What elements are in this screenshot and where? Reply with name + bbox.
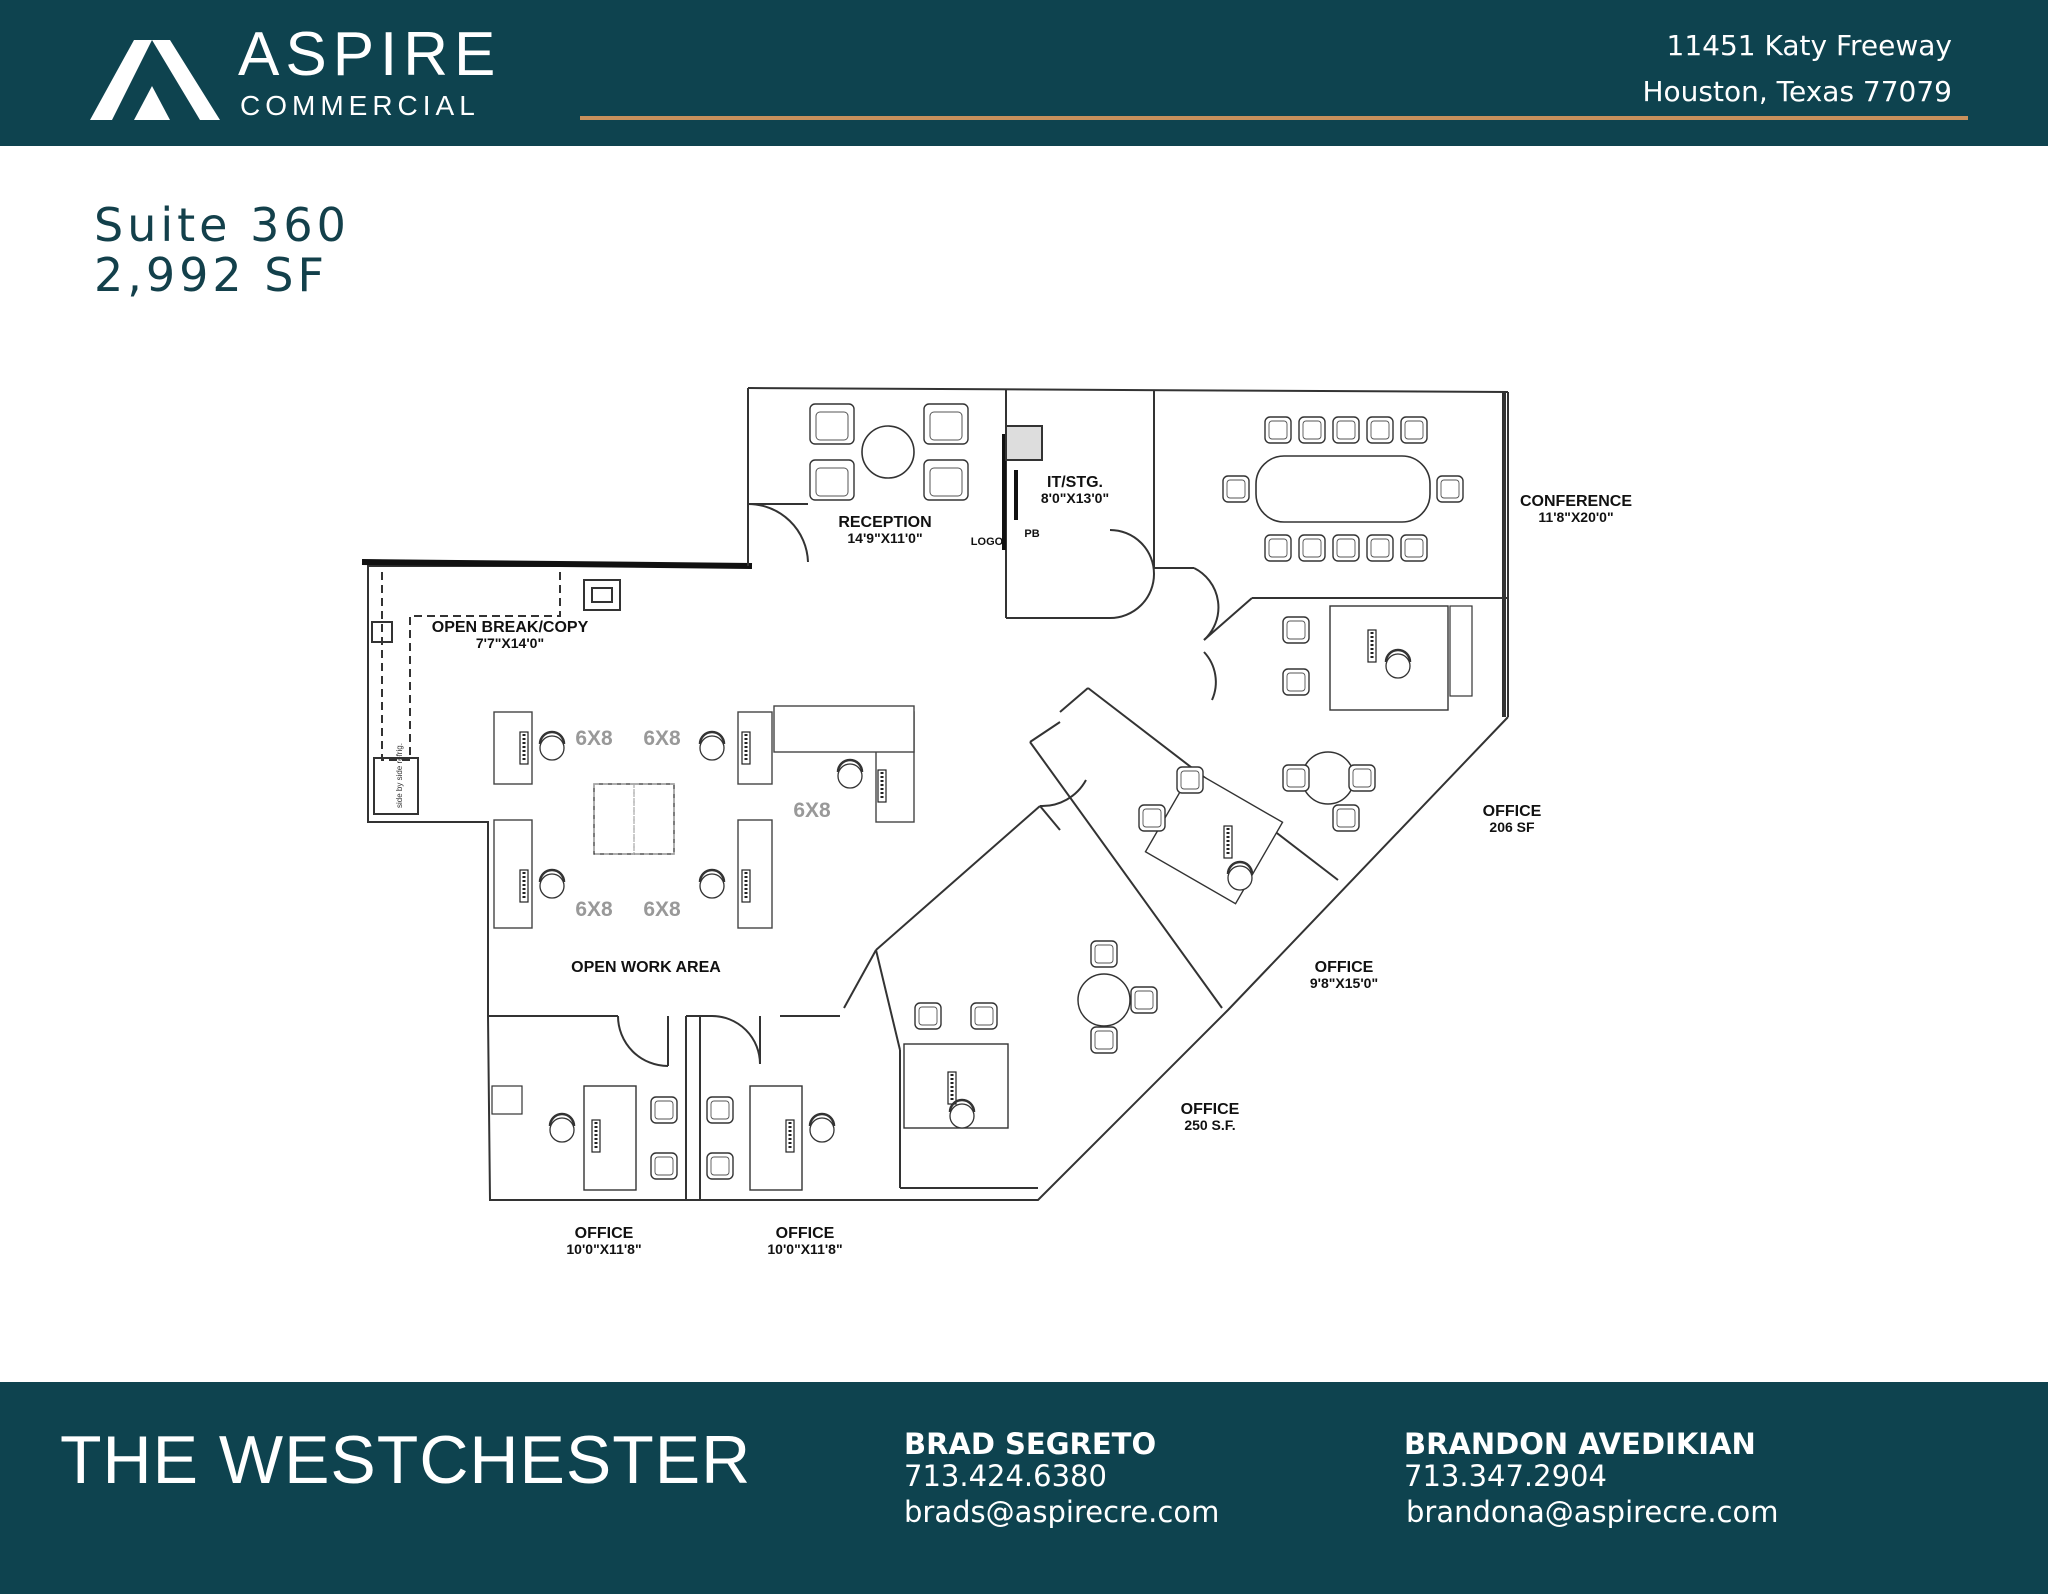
label-refrigerator: side by side refrig. (395, 743, 404, 808)
label-office-250-name: OFFICE (1181, 1101, 1240, 1118)
footer-bar: THE WESTCHESTER BRAD SEGRETO 713.424.638… (0, 1382, 2048, 1594)
label-ws-4: 6X8 (575, 898, 613, 921)
label-ws-1: 6X8 (575, 727, 613, 750)
label-office-mid-name: OFFICE (776, 1225, 835, 1242)
label-open-work: OPEN WORK AREA (571, 959, 721, 976)
header-bar: ASPIRE COMMERCIAL 11451 Katy Freeway Hou… (0, 0, 2048, 146)
label-office-mid-dim: 10'0"X11'8" (767, 1241, 842, 1257)
contact-1-email[interactable]: brads@aspirecre.com (904, 1495, 1220, 1529)
label-reception-dim: 14'9"X11'0" (847, 530, 922, 546)
label-office-206-area: 206 SF (1489, 819, 1535, 835)
contact-2-phone[interactable]: 713.347.2904 (1404, 1459, 1607, 1493)
building-name: THE WESTCHESTER (60, 1422, 752, 1498)
contact-1-phone[interactable]: 713.424.6380 (904, 1459, 1107, 1493)
contact-1-name: BRAD SEGRETO (904, 1427, 1157, 1461)
contact-2-email[interactable]: brandona@aspirecre.com (1406, 1495, 1779, 1529)
label-ws-2: 6X8 (643, 727, 681, 750)
label-office-206-name: OFFICE (1483, 803, 1542, 820)
label-office-98-name: OFFICE (1315, 959, 1374, 976)
gold-divider (580, 116, 1968, 120)
brand-name: ASPIRE (238, 20, 502, 89)
label-it-name: IT/STG. (1047, 474, 1103, 491)
suite-area: 2,992 SF (94, 248, 328, 302)
label-office-left-name: OFFICE (575, 1225, 634, 1242)
label-conference-name: CONFERENCE (1520, 493, 1632, 510)
label-break-dim: 7'7"X14'0" (476, 635, 544, 651)
label-pb: PB (1024, 528, 1039, 540)
brand-subtitle: COMMERCIAL (240, 90, 480, 121)
label-office-left-dim: 10'0"X11'8" (566, 1241, 641, 1257)
label-office-250-area: 250 S.F. (1184, 1117, 1235, 1133)
contact-2-name: BRANDON AVEDIKIAN (1404, 1427, 1756, 1461)
address-line-1: 11451 Katy Freeway (1666, 29, 1953, 62)
label-it-dim: 8'0"X13'0" (1041, 490, 1109, 506)
label-office-98-dim: 9'8"X15'0" (1310, 975, 1378, 991)
label-conference-dim: 11'8"X20'0" (1538, 509, 1613, 525)
label-ws-3: 6X8 (793, 799, 831, 822)
address-line-2: Houston, Texas 77079 (1642, 75, 1952, 108)
label-logo: LOGO (971, 536, 1004, 548)
label-ws-5: 6X8 (643, 898, 681, 921)
label-break-name: OPEN BREAK/COPY (432, 619, 589, 636)
label-reception-name: RECEPTION (838, 514, 931, 531)
aspire-logo-mark (90, 40, 220, 120)
floor-plan: RECEPTION 14'9"X11'0" IT/STG. 8'0"X13'0"… (361, 387, 1632, 1257)
suite-name: Suite 360 (94, 198, 350, 252)
